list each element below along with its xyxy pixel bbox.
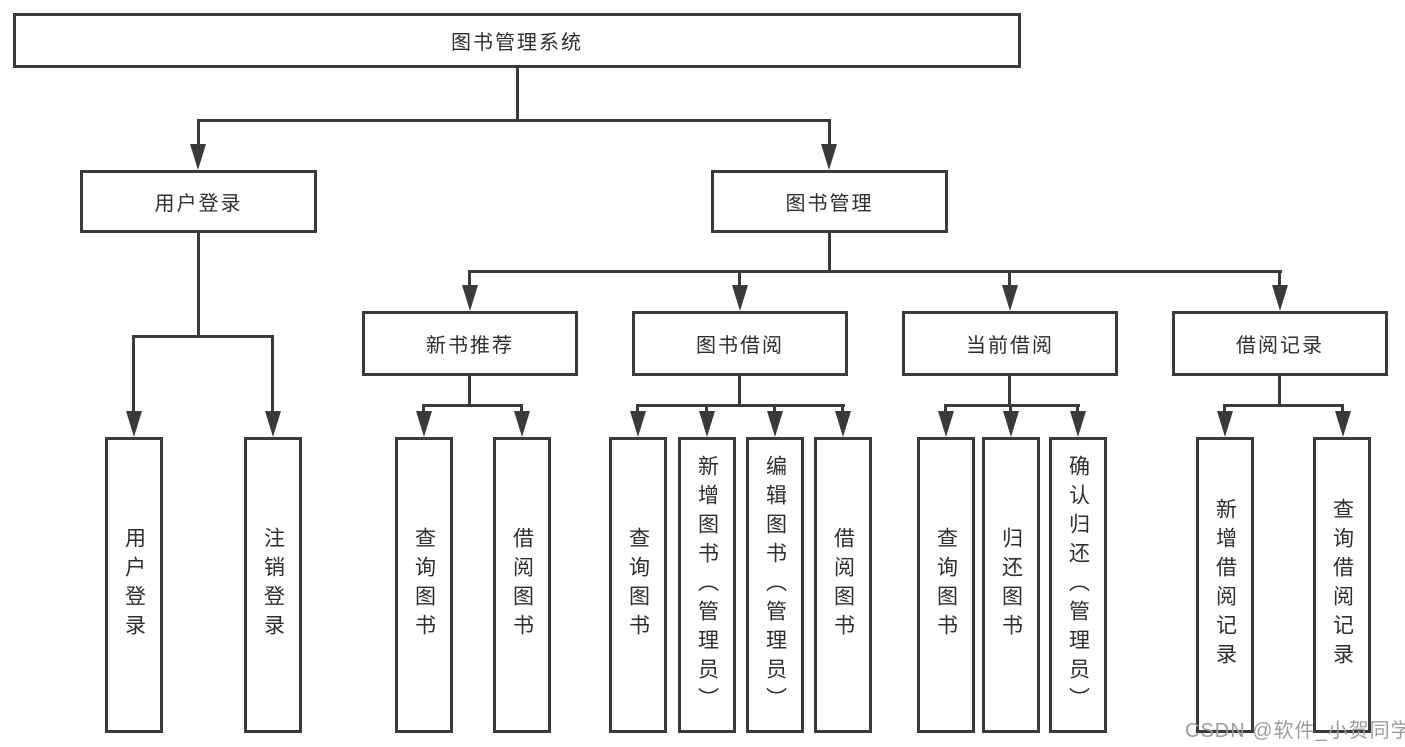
arrowhead-add-borrow-record <box>1217 411 1233 437</box>
connector-recommend-drop-1 <box>422 404 425 414</box>
node-return-book-label: 归还图书 <box>999 527 1023 643</box>
connector-root-stem <box>516 66 519 120</box>
node-borrow-books-1: 借阅图书 <box>493 437 551 733</box>
node-book-borrow: 图书借阅 <box>632 311 848 376</box>
arrowhead-book-borrow <box>732 285 748 311</box>
connector-current-drop-2 <box>1009 404 1012 414</box>
arrowhead-query-books-1 <box>416 411 432 437</box>
connector-borrow-rail <box>636 404 845 407</box>
node-edit-book-admin-label: 编辑图书（管理员） <box>763 454 787 716</box>
node-edit-book-admin: 编辑图书（管理员） <box>746 437 804 733</box>
node-logout-label: 注销登录 <box>261 527 285 643</box>
connector-userlogin-stem <box>197 230 200 337</box>
node-borrow-records-label: 借阅记录 <box>1236 335 1324 357</box>
connector-bookmgmt-stem <box>828 230 831 273</box>
arrowhead-user-login <box>190 144 206 170</box>
node-add-borrow-record-label: 新增借阅记录 <box>1213 498 1237 672</box>
connector-root-drop-right <box>828 119 831 147</box>
node-new-book-recommend: 新书推荐 <box>362 311 578 376</box>
node-user-login-leaf-label: 用户登录 <box>122 527 146 643</box>
node-borrow-records: 借阅记录 <box>1172 311 1388 376</box>
connector-recommend-drop-2 <box>520 404 523 414</box>
node-current-borrow-label: 当前借阅 <box>966 335 1054 357</box>
node-query-books-1: 查询图书 <box>395 437 453 733</box>
node-new-book-recommend-label: 新书推荐 <box>426 335 514 357</box>
node-current-borrow: 当前借阅 <box>902 311 1118 376</box>
connector-borrow-drop-4 <box>841 404 844 414</box>
connector-current-rail <box>944 404 1080 407</box>
node-user-login-leaf: 用户登录 <box>105 437 163 733</box>
connector-recommend-stem <box>468 373 471 406</box>
connector-recommend-rail <box>422 404 523 407</box>
connector-borrow-drop-1 <box>636 404 639 414</box>
connector-records-rail <box>1223 404 1344 407</box>
arrowhead-logout <box>265 411 281 437</box>
node-book-management: 图书管理 <box>711 170 948 233</box>
node-library-system: 图书管理系统 <box>13 13 1021 68</box>
node-user-login-label: 用户登录 <box>154 193 243 215</box>
connector-current-stem <box>1008 373 1011 406</box>
connector-root-drop-left <box>197 119 200 147</box>
csdn-watermark: CSDN @软件_小贺同学 <box>1185 720 1405 742</box>
node-borrow-books-2: 借阅图书 <box>814 437 872 733</box>
node-user-login: 用户登录 <box>80 170 317 233</box>
arrowhead-query-books-2 <box>630 411 646 437</box>
node-library-system-label: 图书管理系统 <box>451 32 583 54</box>
connector-records-stem <box>1278 373 1281 406</box>
node-logout: 注销登录 <box>244 437 302 733</box>
arrowhead-borrow-books-2 <box>835 411 851 437</box>
node-borrow-books-1-label: 借阅图书 <box>510 527 534 643</box>
connector-records-drop-1 <box>1223 404 1226 414</box>
arrowhead-query-books-3 <box>938 411 954 437</box>
arrowhead-current-borrow <box>1002 285 1018 311</box>
arrowhead-new-book-recommend <box>462 285 478 311</box>
node-query-borrow-record-label: 查询借阅记录 <box>1330 498 1354 672</box>
node-query-books-3: 查询图书 <box>917 437 975 733</box>
arrowhead-borrow-records <box>1272 285 1288 311</box>
connector-records-drop-2 <box>1341 404 1344 414</box>
connector-borrow-stem <box>738 373 741 406</box>
connector-userlogin-drop-2 <box>271 335 274 413</box>
connector-root-rail <box>197 119 831 122</box>
node-add-borrow-record: 新增借阅记录 <box>1196 437 1254 733</box>
arrowhead-add-book-admin <box>699 411 715 437</box>
connector-bookmgmt-drop-4 <box>1278 270 1281 287</box>
node-return-book: 归还图书 <box>982 437 1040 733</box>
connector-current-drop-3 <box>1076 404 1079 414</box>
connector-bookmgmt-rail <box>468 270 1282 273</box>
node-query-books-2-label: 查询图书 <box>626 527 650 643</box>
connector-userlogin-rail <box>132 335 274 338</box>
node-add-book-admin: 新增图书（管理员） <box>678 437 736 733</box>
node-confirm-return-admin: 确认归还（管理员） <box>1049 437 1107 733</box>
node-add-book-admin-label: 新增图书（管理员） <box>695 454 719 716</box>
arrowhead-user-login-leaf <box>126 411 142 437</box>
arrowhead-confirm-return-admin <box>1070 411 1086 437</box>
connector-userlogin-drop-1 <box>132 335 135 413</box>
node-query-borrow-record: 查询借阅记录 <box>1313 437 1371 733</box>
connector-borrow-drop-2 <box>705 404 708 414</box>
arrowhead-book-management <box>821 144 837 170</box>
node-book-borrow-label: 图书借阅 <box>696 335 784 357</box>
connector-bookmgmt-drop-3 <box>1008 270 1011 287</box>
node-query-books-3-label: 查询图书 <box>934 527 958 643</box>
arrowhead-return-book <box>1003 411 1019 437</box>
node-query-books-1-label: 查询图书 <box>412 527 436 643</box>
connector-borrow-drop-3 <box>773 404 776 414</box>
arrowhead-query-borrow-record <box>1335 411 1351 437</box>
arrowhead-borrow-books-1 <box>514 411 530 437</box>
connector-bookmgmt-drop-1 <box>468 270 471 287</box>
node-confirm-return-admin-label: 确认归还（管理员） <box>1066 454 1090 716</box>
connector-current-drop-1 <box>944 404 947 414</box>
node-book-management-label: 图书管理 <box>785 193 874 215</box>
node-query-books-2: 查询图书 <box>609 437 667 733</box>
connector-bookmgmt-drop-2 <box>738 270 741 287</box>
node-borrow-books-2-label: 借阅图书 <box>831 527 855 643</box>
arrowhead-edit-book-admin <box>767 411 783 437</box>
